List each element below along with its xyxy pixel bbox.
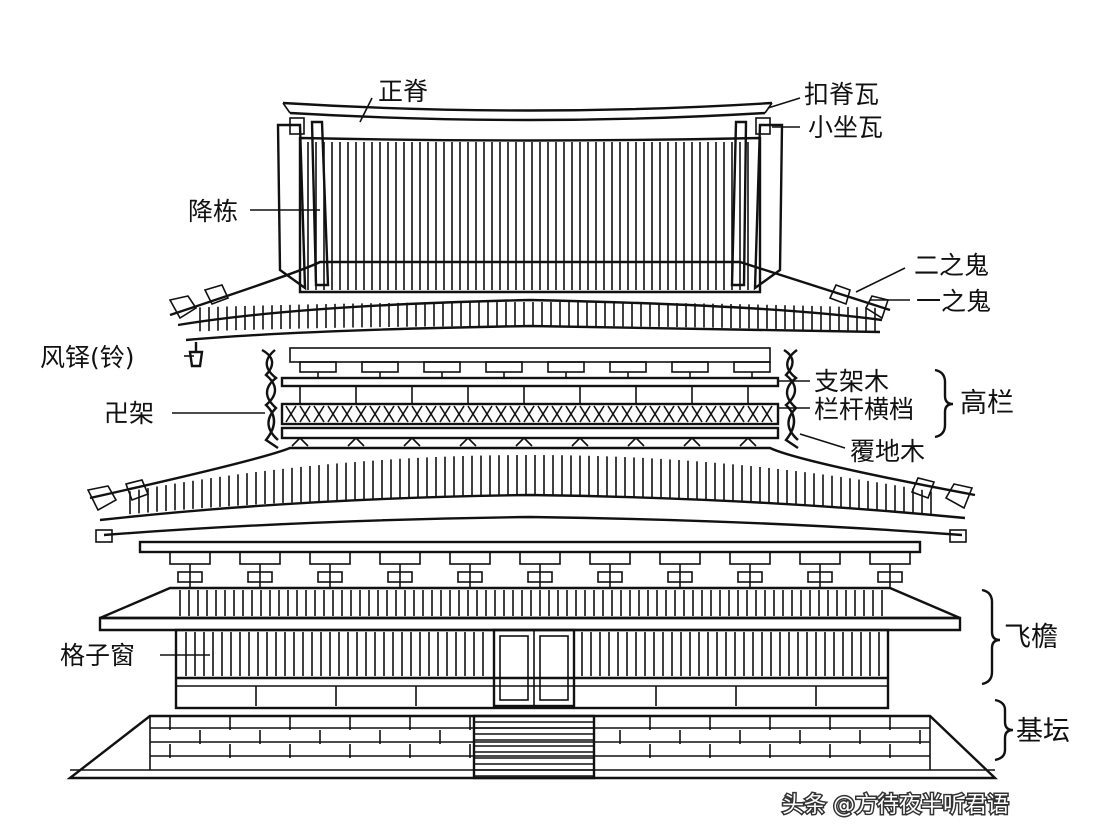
label-wan-jia: 卍架 [104,399,154,428]
label-kouji-wa: 扣脊瓦 [804,80,879,109]
label-gaolan: 高栏 [960,388,1014,419]
ground-wall [174,628,890,710]
label-langan-hengdang: 栏杆横档 [814,395,914,424]
label-gezi-chuang: 格子窗 [60,641,135,670]
lower-brackets [138,540,922,588]
label-fengduo: 风铎(铃) [40,343,135,372]
label-fudi-mu: 覆地木 [850,437,925,466]
lower-eave [98,586,962,632]
upper-roof [168,101,891,368]
braces [934,368,1014,762]
upper-gallery [261,347,799,449]
platform [66,714,998,780]
label-zhengji: 正脊 [378,77,428,106]
middle-roof [86,446,976,543]
label-jiangdong: 降栋 [188,197,238,226]
label-feiyan: 飞檐 [1004,622,1058,653]
leader-lines [160,97,910,656]
label-yizhi-gui: 一之鬼 [916,287,991,316]
label-xiaozuo-wa: 小坐瓦 [808,113,883,142]
watermark-text: 头条 @方待夜半听君语 [782,793,1009,818]
label-erzhi-gui: 二之鬼 [914,251,989,280]
label-zhijia-mu: 支架木 [814,367,889,396]
label-jitan: 基坛 [1016,716,1070,747]
